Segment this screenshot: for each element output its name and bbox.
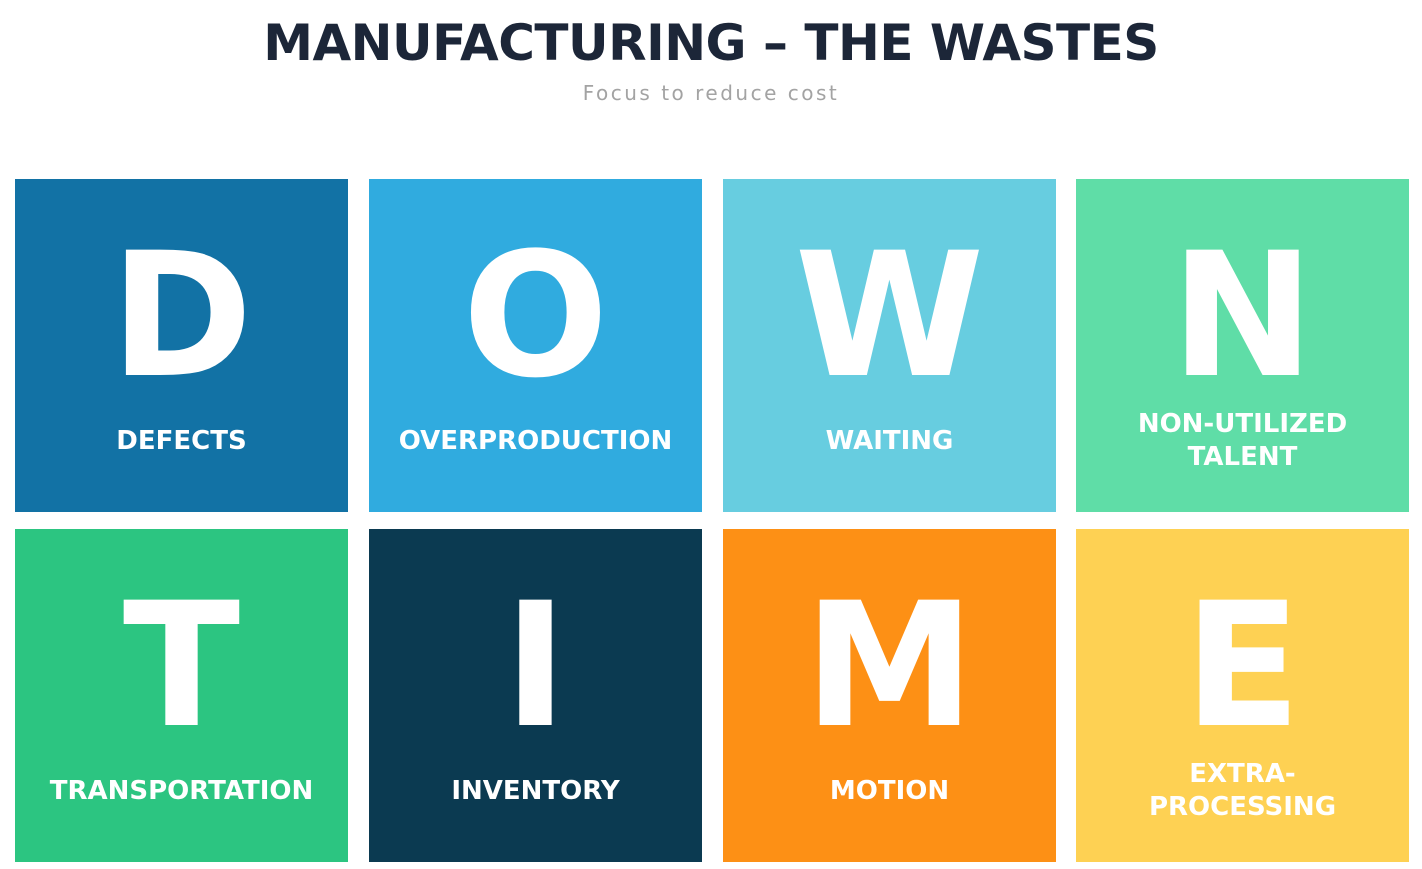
tile-label: NON-UTILIZED TALENT (1137, 409, 1348, 472)
tile-letter: I (503, 565, 568, 766)
tile-letter: N (1170, 215, 1315, 416)
page-title: MANUFACTURING – THE WASTES (263, 14, 1159, 72)
tile-overproduction: O OVERPRODUCTION (369, 179, 702, 512)
tile-letter: O (462, 215, 609, 416)
tile-waiting: W WAITING (723, 179, 1056, 512)
tile-letter: T (122, 565, 241, 766)
tile-label: DEFECTS (116, 425, 247, 456)
tile-letter: D (110, 215, 253, 416)
tile-letter: E (1183, 565, 1302, 766)
tile-extra-processing: E EXTRA- PROCESSING (1076, 529, 1409, 862)
tile-defects: D DEFECTS (15, 179, 348, 512)
tile-label: EXTRA- PROCESSING (1148, 759, 1337, 822)
tile-label: WAITING (825, 425, 954, 456)
tile-letter: W (794, 215, 985, 416)
page-subtitle: Focus to reduce cost (582, 81, 840, 105)
tile-label: TRANSPORTATION (49, 775, 314, 806)
tile-label: INVENTORY (451, 775, 620, 806)
tile-transportation: T TRANSPORTATION (15, 529, 348, 862)
tile-non-utilized-talent: N NON-UTILIZED TALENT (1076, 179, 1409, 512)
tile-label: OVERPRODUCTION (398, 425, 673, 456)
tile-inventory: I INVENTORY (369, 529, 702, 862)
tile-letter: M (803, 565, 976, 766)
tile-motion: M MOTION (723, 529, 1056, 862)
tile-label: MOTION (829, 775, 950, 806)
